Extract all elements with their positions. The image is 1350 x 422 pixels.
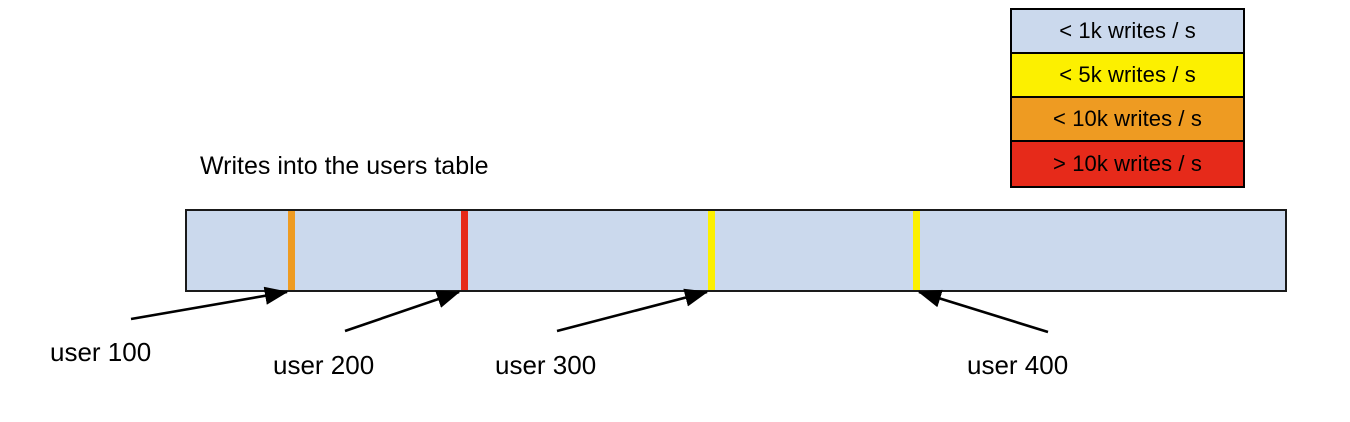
legend-row-under-10k: < 10k writes / s <box>1012 98 1243 142</box>
legend: < 1k writes / s < 5k writes / s < 10k wr… <box>1010 8 1245 188</box>
callout-label-user-400: user 400 <box>967 350 1069 380</box>
legend-label-under-10k: < 10k writes / s <box>1053 106 1202 131</box>
callout-label-user-300: user 300 <box>495 350 597 380</box>
legend-row-over-10k: > 10k writes / s <box>1012 142 1243 186</box>
marker-user-100 <box>288 211 295 290</box>
legend-label-under-5k: < 5k writes / s <box>1059 62 1196 87</box>
users-table-bar <box>185 209 1287 292</box>
arrow-user-200 <box>344 290 461 333</box>
legend-row-under-5k: < 5k writes / s <box>1012 54 1243 98</box>
callout-label-user-200: user 200 <box>273 350 375 380</box>
arrow-user-400 <box>917 289 1049 334</box>
legend-label-under-1k: < 1k writes / s <box>1059 18 1196 43</box>
legend-row-under-1k: < 1k writes / s <box>1012 10 1243 54</box>
marker-user-300 <box>708 211 715 290</box>
chart-title: Writes into the users table <box>200 152 489 180</box>
arrow-user-300 <box>556 288 709 333</box>
arrow-user-100 <box>130 286 289 321</box>
marker-user-400 <box>913 211 920 290</box>
callout-label-user-100: user 100 <box>50 337 152 367</box>
marker-user-200 <box>461 211 468 290</box>
legend-label-over-10k: > 10k writes / s <box>1053 151 1202 176</box>
